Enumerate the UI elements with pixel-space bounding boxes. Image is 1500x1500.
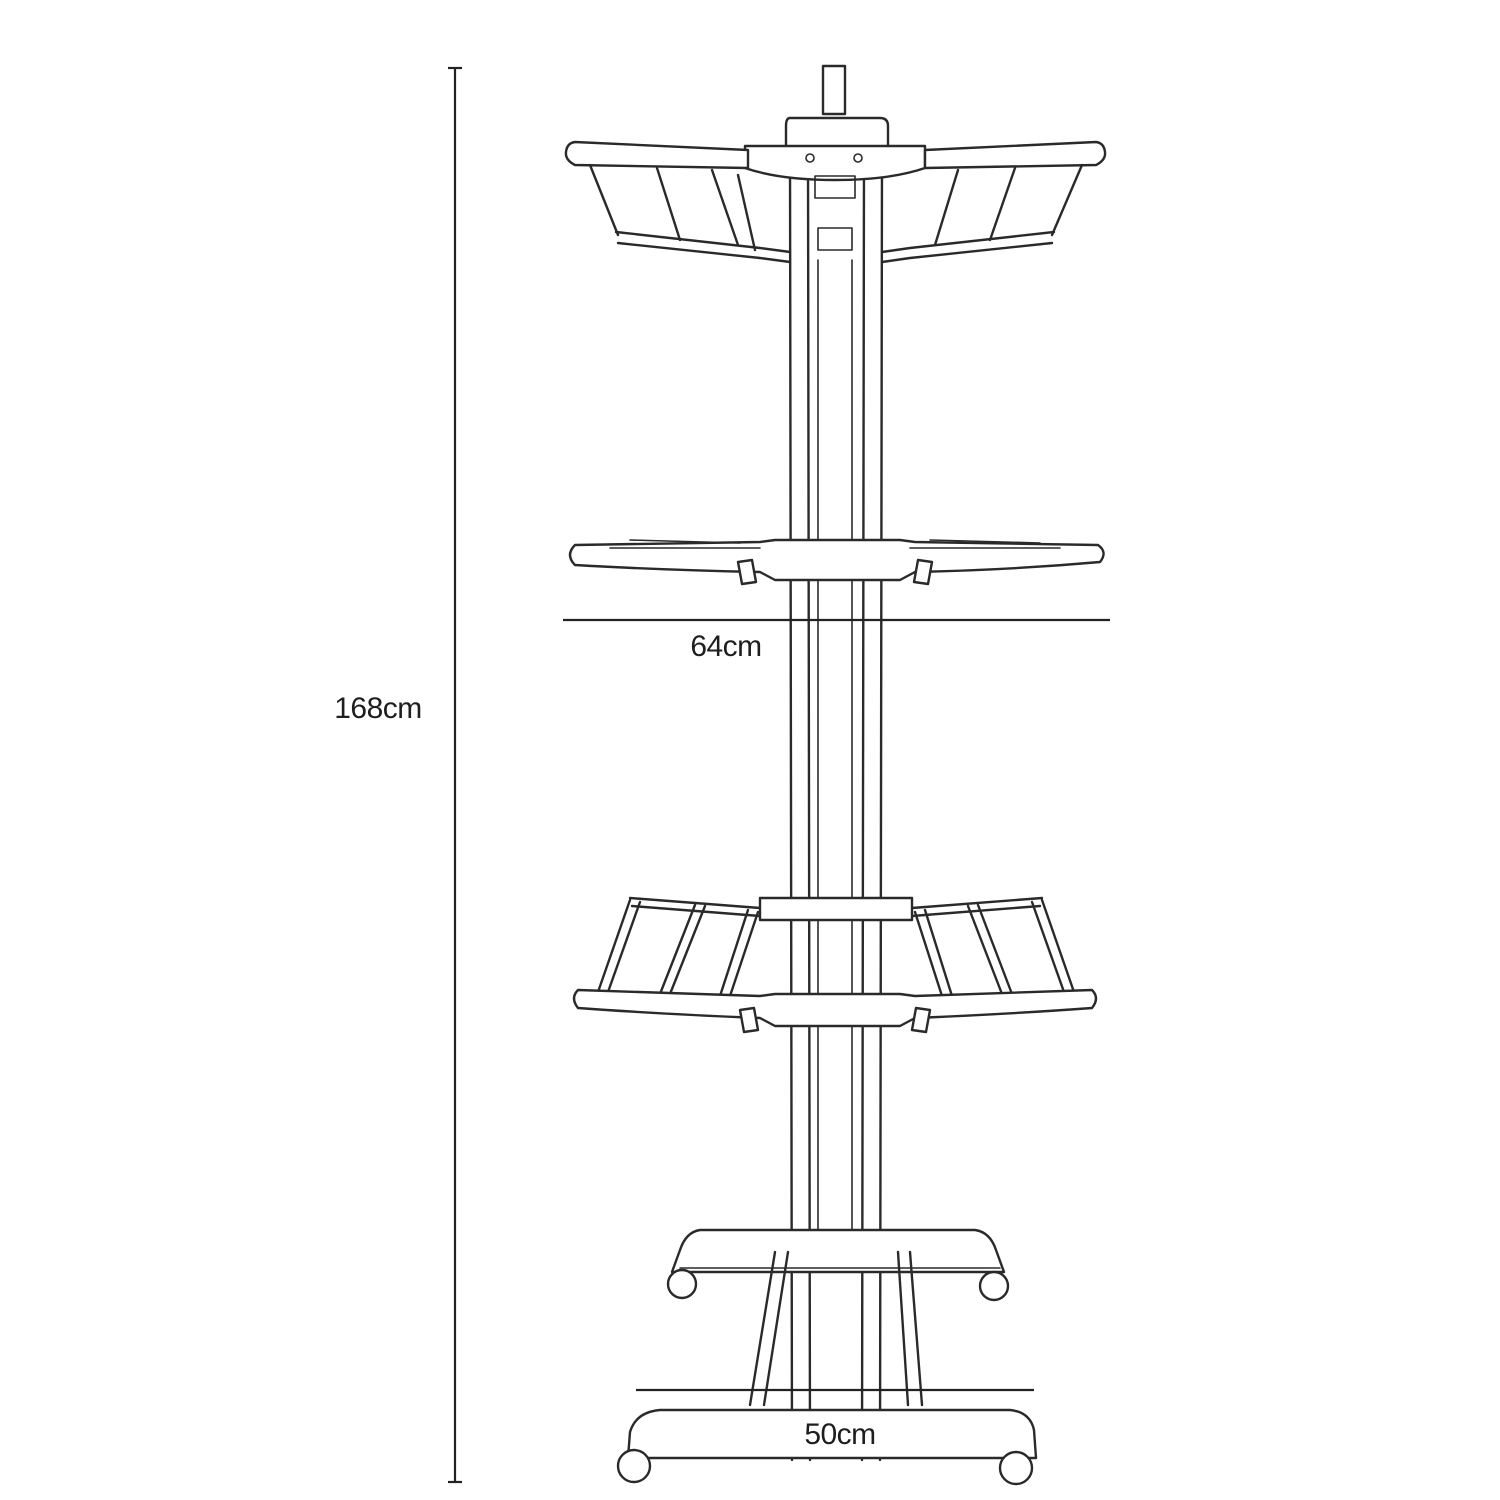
wing-width-label: 64cm: [690, 630, 761, 663]
lower-base-bar: [626, 1408, 1038, 1460]
lower-tier: [572, 896, 1098, 1034]
top-left-wing-rail: [564, 140, 750, 170]
upper-base-bar: [670, 1228, 1006, 1274]
middle-wing-rail: [568, 538, 1105, 582]
wing-width-dimension: 64cm: [563, 618, 1110, 663]
top-right-wing-rail: [923, 140, 1107, 170]
base-width-label: 50cm: [804, 1418, 875, 1451]
upper-base: [666, 1228, 1010, 1407]
top-tier: [564, 140, 1107, 264]
wheel-upper-left: [666, 1268, 698, 1300]
wheel-upper-right: [978, 1270, 1010, 1302]
middle-tier: [568, 538, 1105, 586]
wheel-lower-right: [998, 1450, 1034, 1486]
lower-base: 50cm: [616, 1408, 1038, 1486]
height-dimension: 168cm: [334, 66, 462, 1484]
pole-top-cap: [821, 64, 847, 116]
lower-wing-rail: [572, 988, 1098, 1028]
height-label: 168cm: [334, 692, 422, 725]
wheel-lower-left: [616, 1448, 652, 1484]
